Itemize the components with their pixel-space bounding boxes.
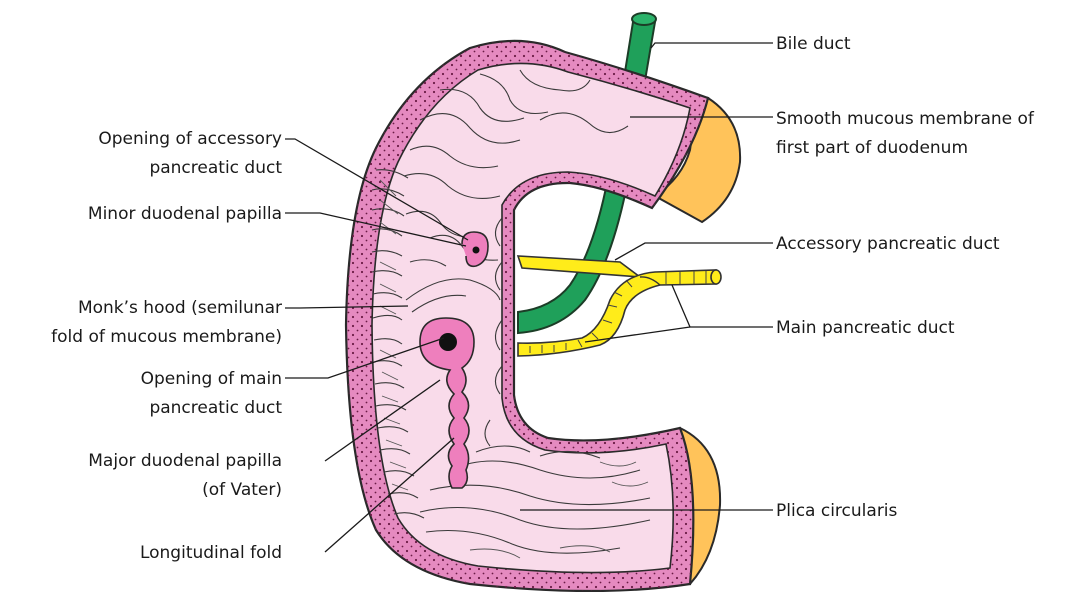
label-bile-duct: Bile duct	[776, 34, 851, 54]
label-opening-main-line2: pancreatic duct	[149, 398, 282, 418]
label-major-papilla-line1: Major duodenal papilla	[88, 451, 282, 471]
label-smooth-mucous-line1: Smooth mucous membrane of	[776, 109, 1035, 129]
label-major-papilla-line2: (of Vater)	[202, 480, 282, 500]
label-smooth-mucous-line2: first part of duodenum	[776, 138, 968, 158]
label-monks-hood-line2: fold of mucous membrane)	[51, 327, 282, 347]
label-minor-duodenal-papilla: Minor duodenal papilla	[88, 204, 282, 224]
label-opening-main-line1: Opening of main	[141, 369, 282, 389]
label-longitudinal-fold: Longitudinal fold	[140, 543, 282, 563]
label-opening-accessory-line2: pancreatic duct	[149, 158, 282, 178]
minor-duodenal-papilla	[462, 232, 488, 266]
label-plica-circularis: Plica circularis	[776, 501, 898, 521]
label-opening-accessory-line1: Opening of accessory	[98, 129, 282, 149]
label-main-pancreatic-duct: Main pancreatic duct	[776, 318, 955, 338]
label-accessory-pancreatic-duct: Accessory pancreatic duct	[776, 234, 1000, 254]
label-monks-hood-line1: Monk’s hood (semilunar	[78, 298, 282, 318]
